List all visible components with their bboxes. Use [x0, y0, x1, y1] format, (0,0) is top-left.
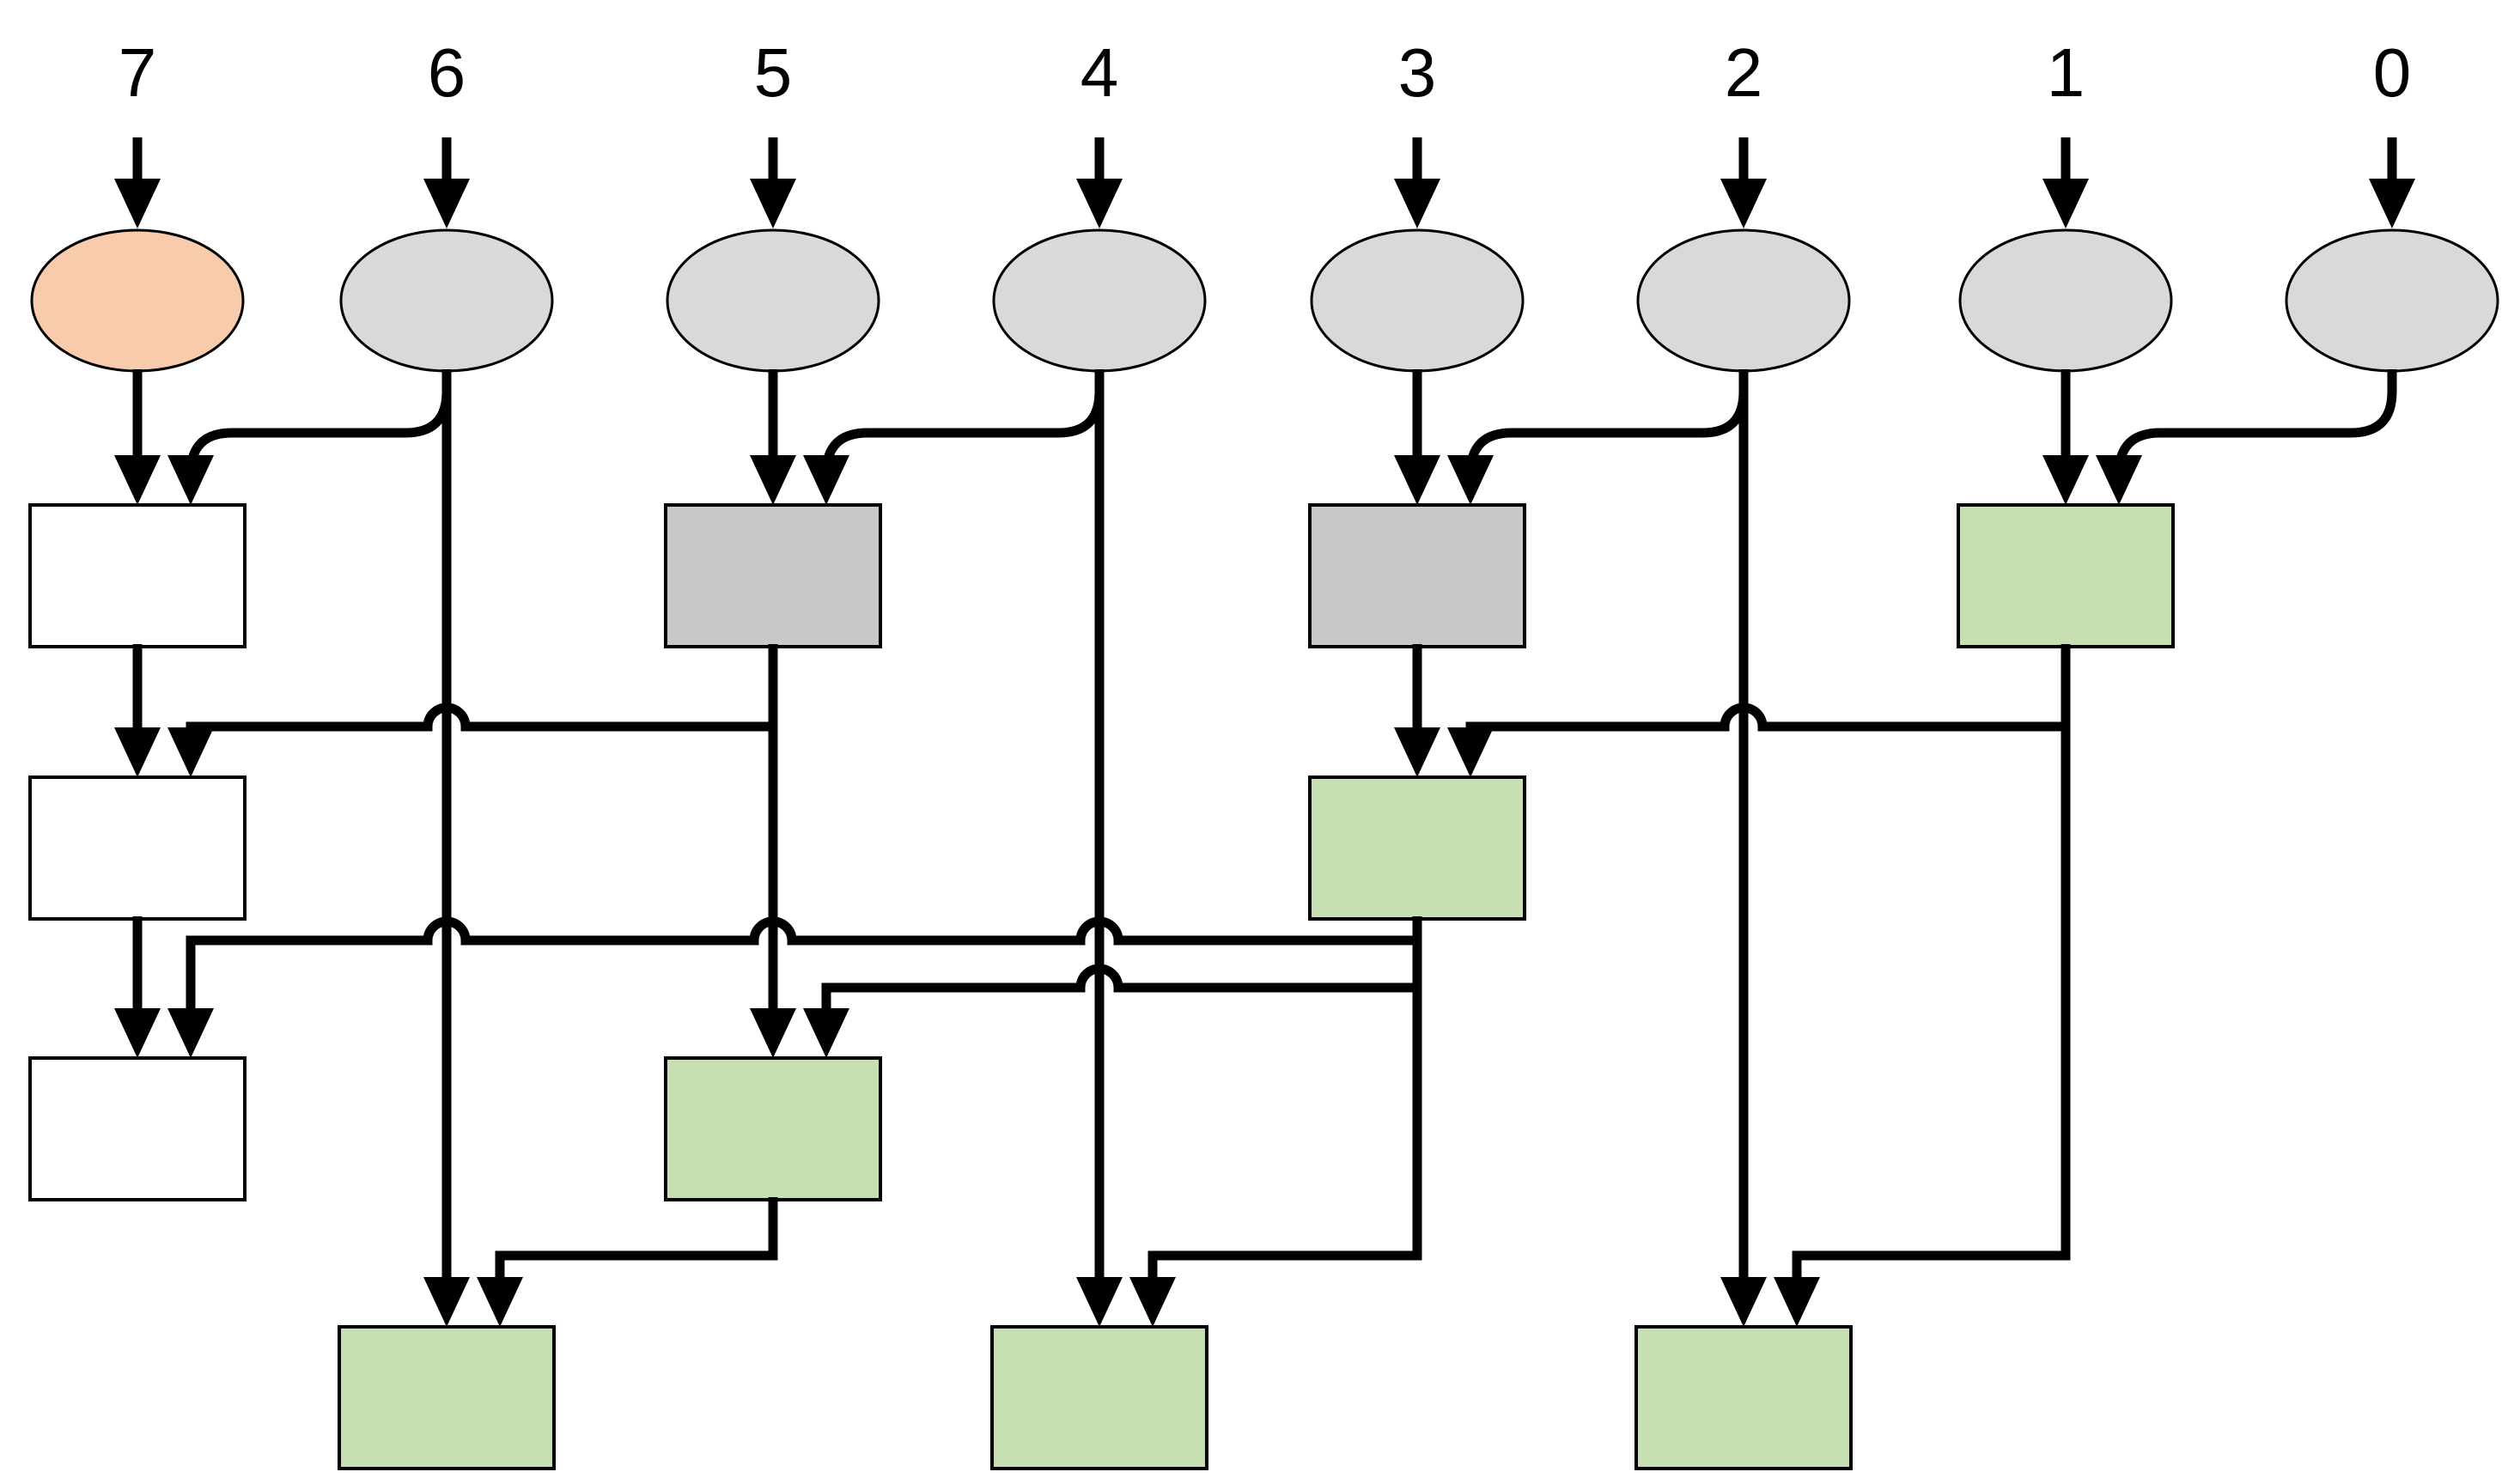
input-ellipse-4 [992, 228, 1207, 373]
column-label-7: 7 [119, 34, 157, 111]
arrowhead-r1-c5-left-icon [750, 455, 796, 505]
arrowhead-r4-c4-left-icon [1076, 1277, 1123, 1327]
combine-box-r1-c7 [28, 503, 247, 648]
arrowhead-r1-c7-left-icon [114, 455, 161, 505]
column-label-3: 3 [1398, 34, 1437, 111]
box-out-r2-c3-to-r4-c4 [1147, 916, 1422, 1281]
box-out-r3-c5-to-r4-c6 [495, 1197, 778, 1281]
combine-box-r1-c5 [664, 503, 882, 648]
combine-box-r2-c7 [28, 775, 247, 921]
arrowhead-r2-c7-left-icon [114, 727, 161, 777]
box-out-r1-c1-to-r4-c2 [1792, 644, 2071, 1281]
cross-feed-r2-c1-to-c3 [1465, 702, 2066, 732]
combine-box-r4-c4 [990, 1325, 1208, 1470]
arrowhead-r3-c7-right-icon [167, 1008, 214, 1058]
branch-elbow-0-to-1 [2114, 369, 2397, 475]
top-arrowhead-0-icon [2369, 179, 2415, 228]
input-ellipse-0 [2285, 228, 2499, 373]
column-label-5: 5 [754, 34, 793, 111]
branch-elbow-2-to-3 [1465, 371, 1749, 475]
arrowhead-r1-c7-right-icon [167, 455, 214, 505]
cross-feed-r2-c5-to-c7 [186, 702, 773, 732]
top-arrowhead-7-icon [114, 179, 161, 228]
combine-box-r3-c5 [664, 1056, 882, 1201]
arrowhead-r1-c5-right-icon [803, 455, 849, 505]
arrowhead-r4-c4-right-icon [1129, 1277, 1176, 1327]
input-ellipse-7 [30, 228, 245, 373]
top-arrowhead-3-icon [1394, 179, 1440, 228]
column-label-0: 0 [2373, 34, 2412, 111]
combine-box-r4-c6 [338, 1325, 556, 1470]
top-arrowhead-6-icon [423, 179, 470, 228]
combine-box-r1-c3 [1308, 503, 1526, 648]
cross-feed-r3-c3-to-c7 [186, 916, 1417, 1013]
cross-feed-r3-c3-to-c5 [821, 964, 1417, 1013]
input-ellipse-3 [1310, 228, 1525, 373]
arrowhead-r4-c6-right-icon [477, 1277, 523, 1327]
input-ellipse-6 [339, 228, 554, 373]
arrowhead-r3-c7-left-icon [114, 1008, 161, 1058]
top-arrowhead-2-icon [1720, 179, 1767, 228]
arrowhead-r1-c3-left-icon [1394, 455, 1440, 505]
branch-elbow-4-to-5 [821, 371, 1105, 475]
top-arrowhead-4-icon [1076, 179, 1123, 228]
input-ellipse-2 [1636, 228, 1851, 373]
column-label-4: 4 [1081, 34, 1119, 111]
top-arrowhead-5-icon [750, 179, 796, 228]
combine-box-r4-c2 [1634, 1325, 1853, 1470]
arrowhead-r4-c2-right-icon [1774, 1277, 1820, 1327]
arrowhead-r4-c2-left-icon [1720, 1277, 1767, 1327]
arrowhead-r2-c7-right-icon [167, 727, 214, 777]
input-ellipse-1 [1958, 228, 2173, 373]
arrowhead-r1-c1-left-icon [2042, 455, 2089, 505]
input-ellipse-5 [666, 228, 880, 373]
column-label-6: 6 [428, 34, 466, 111]
arrowhead-r3-c5-left-icon [750, 1008, 796, 1058]
arrowhead-r1-c1-right-icon [2096, 455, 2142, 505]
column-label-1: 1 [2047, 34, 2085, 111]
arrowhead-r3-c5-right-icon [803, 1008, 849, 1058]
column-label-2: 2 [1725, 34, 1763, 111]
arrowhead-r4-c6-left-icon [423, 1277, 470, 1327]
top-arrowhead-1-icon [2042, 179, 2089, 228]
arrowhead-r2-c3-left-icon [1394, 727, 1440, 777]
branch-elbow-6-to-7 [186, 371, 452, 475]
arrowhead-r2-c3-right-icon [1447, 727, 1494, 777]
combine-box-r3-c7 [28, 1056, 247, 1201]
combine-box-r1-c1 [1957, 503, 2175, 648]
combine-box-r2-c3 [1308, 775, 1526, 921]
arrowhead-r1-c3-right-icon [1447, 455, 1494, 505]
